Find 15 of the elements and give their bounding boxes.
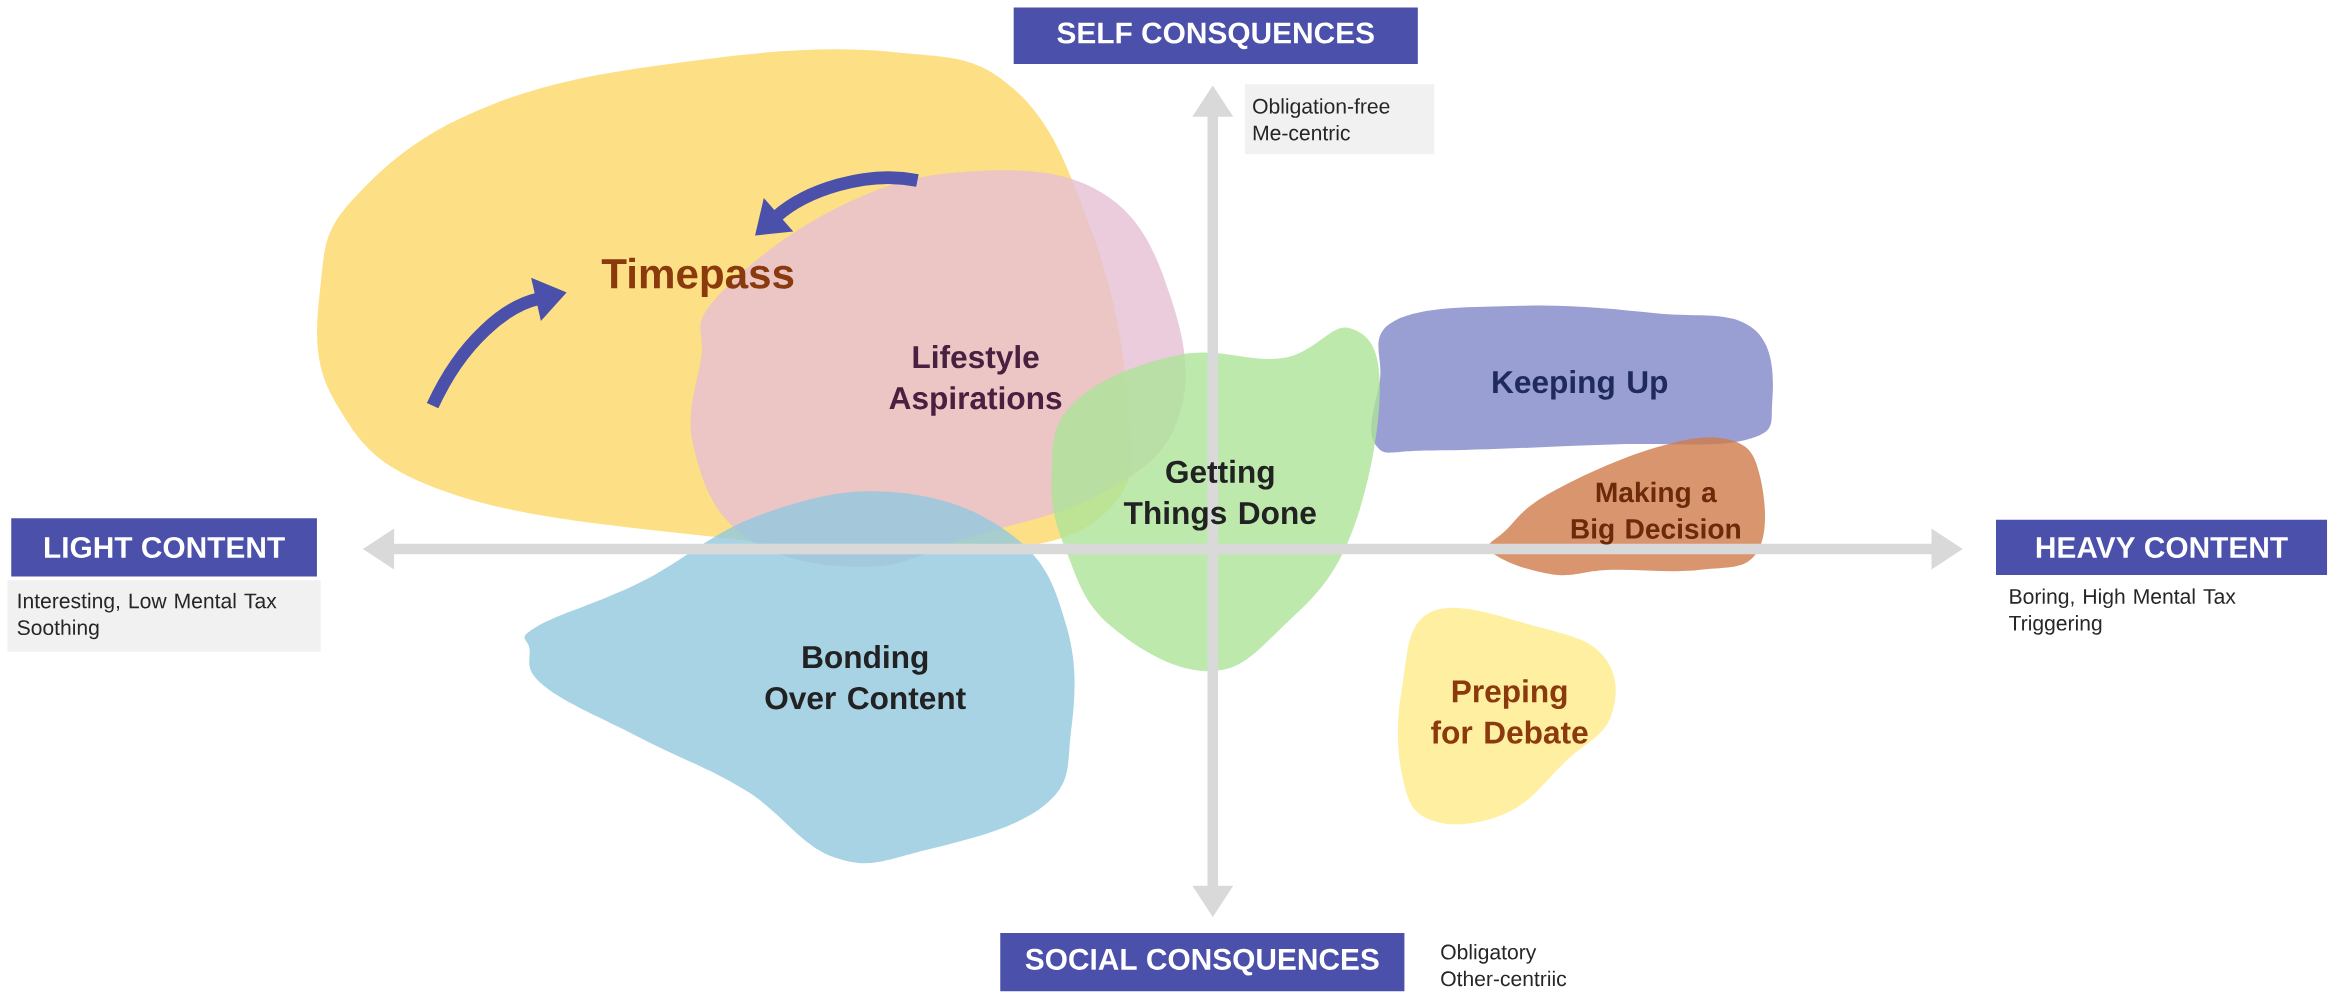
axis-label-box: SOCIAL CONSQUENCES — [1000, 933, 1405, 992]
blob-label: Making a Big Decision — [1571, 481, 1740, 545]
blob-label: Bonding Over Content — [765, 645, 966, 710]
axis-label-box: SELF CONSQUENCES — [1013, 7, 1418, 65]
description-box: Obligation-free Me-centric — [1244, 84, 1435, 155]
description-text: Obligatory Other-centriic — [1441, 944, 1567, 987]
axis-label-box: LIGHT CONTENT — [11, 518, 317, 577]
blob-label: Preping for Debate — [1431, 679, 1588, 744]
description-text: Boring, High Mental Tax Triggering — [2009, 588, 2236, 635]
blob-label: Keeping Up — [1493, 370, 1668, 400]
axis-label-box: HEAVY CONTENT — [1996, 519, 2328, 576]
blob-label: Getting Things Done — [1123, 459, 1316, 531]
description-box: Interesting, Low Mental Tax Soothing — [7, 580, 321, 652]
blob-label: Lifestyle Aspirations — [889, 345, 1062, 416]
blob-label: Timepass — [601, 257, 794, 298]
